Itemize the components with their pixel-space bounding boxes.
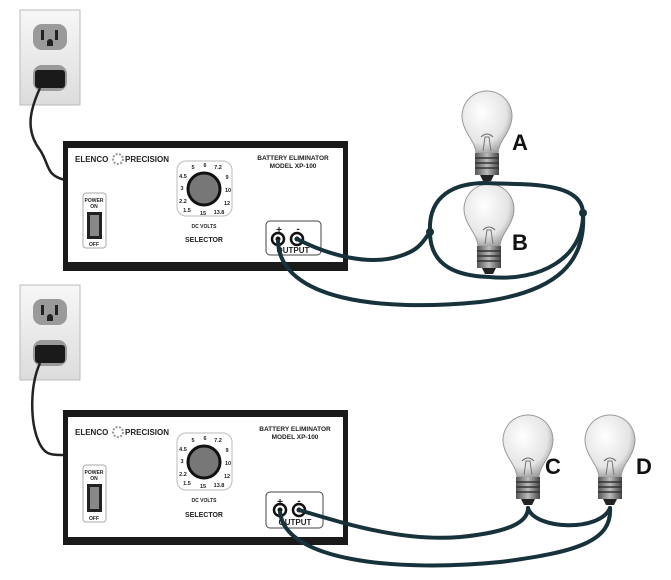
svg-text:9: 9 bbox=[225, 448, 228, 454]
svg-text:10: 10 bbox=[225, 188, 231, 194]
selector-label: SELECTOR bbox=[185, 512, 223, 519]
wire-bulb-a bbox=[427, 180, 585, 234]
wire-bulb-b bbox=[428, 211, 586, 280]
device-model: MODEL XP-100 bbox=[270, 163, 317, 170]
svg-text:12: 12 bbox=[224, 201, 230, 207]
wire-c-to-d bbox=[526, 506, 612, 528]
wire-positive-1 bbox=[276, 211, 586, 308]
junction-left bbox=[426, 228, 434, 236]
bulb-b-label: B bbox=[512, 230, 528, 255]
plus-label: + bbox=[277, 497, 283, 508]
svg-text:13.8: 13.8 bbox=[214, 210, 225, 216]
wire-positive-2 bbox=[278, 506, 613, 568]
bulb-b bbox=[463, 183, 515, 275]
power-cord-2 bbox=[30, 362, 66, 457]
svg-text:4.5: 4.5 bbox=[179, 447, 187, 453]
svg-text:3: 3 bbox=[180, 459, 183, 465]
brand-logo-icon bbox=[112, 426, 124, 438]
output-label: OUTPUT bbox=[279, 518, 312, 527]
brand-left: ELENCO bbox=[75, 428, 108, 437]
brand-right: PRECISION bbox=[125, 155, 169, 164]
svg-text:12: 12 bbox=[224, 474, 230, 480]
svg-text:7.2: 7.2 bbox=[214, 165, 222, 171]
bulb-d bbox=[584, 414, 636, 506]
svg-text:6: 6 bbox=[203, 436, 206, 442]
plus-label: + bbox=[276, 225, 282, 236]
dc-volts-label: DC VOLTS bbox=[192, 498, 218, 504]
wall-outlet-2 bbox=[19, 284, 81, 381]
output-label: OUTPUT bbox=[277, 246, 310, 255]
brand-left: ELENCO bbox=[75, 155, 108, 164]
junction-right bbox=[579, 209, 587, 217]
minus-label: - bbox=[296, 224, 299, 235]
on-label: ON bbox=[90, 476, 98, 482]
bulb-c-label: C bbox=[545, 454, 561, 479]
svg-text:1.5: 1.5 bbox=[183, 481, 191, 487]
svg-text:9: 9 bbox=[225, 175, 228, 181]
svg-text:2.2: 2.2 bbox=[179, 199, 187, 205]
svg-text:15: 15 bbox=[200, 484, 206, 490]
on-label: ON bbox=[90, 204, 98, 210]
wire-negative-1 bbox=[295, 230, 432, 262]
power-label: POWER bbox=[85, 470, 104, 476]
off-label: OFF bbox=[89, 242, 99, 248]
off-label: OFF bbox=[89, 516, 99, 522]
device-model: MODEL XP-100 bbox=[272, 434, 319, 441]
voltage-selector-knob[interactable] bbox=[186, 444, 222, 480]
power-cord-1 bbox=[29, 87, 66, 182]
svg-text:4.5: 4.5 bbox=[179, 174, 187, 180]
minus-label: - bbox=[297, 496, 300, 507]
wall-outlet-1 bbox=[19, 9, 81, 106]
voltage-selector-knob[interactable] bbox=[186, 171, 222, 207]
bulb-a-label: A bbox=[512, 130, 528, 155]
svg-text:15: 15 bbox=[200, 211, 206, 217]
bulb-a bbox=[461, 90, 513, 182]
svg-text:10: 10 bbox=[225, 461, 231, 467]
battery-eliminator-2: ELENCO PRECISION BATTERY ELIMINATOR MODE… bbox=[63, 410, 348, 545]
svg-text:7.2: 7.2 bbox=[214, 438, 222, 444]
battery-eliminator-1: ELENCO PRECISION BATTERY ELIMINATOR MODE… bbox=[63, 141, 348, 271]
selector-label: SELECTOR bbox=[185, 237, 223, 244]
brand-right: PRECISION bbox=[125, 428, 169, 437]
svg-text:5: 5 bbox=[191, 165, 194, 171]
wire-negative-2 bbox=[297, 506, 530, 540]
svg-text:2.2: 2.2 bbox=[179, 472, 187, 478]
svg-text:5: 5 bbox=[191, 438, 194, 444]
dc-volts-label: DC VOLTS bbox=[192, 224, 218, 230]
bulb-d-label: D bbox=[636, 454, 652, 479]
brand-logo-icon bbox=[112, 153, 124, 165]
svg-text:3: 3 bbox=[180, 186, 183, 192]
power-label: POWER bbox=[85, 198, 104, 204]
device-title: BATTERY ELIMINATOR bbox=[257, 155, 329, 162]
svg-text:1.5: 1.5 bbox=[183, 208, 191, 214]
device-title: BATTERY ELIMINATOR bbox=[259, 426, 331, 433]
svg-text:6: 6 bbox=[203, 163, 206, 169]
svg-text:13.8: 13.8 bbox=[214, 483, 225, 489]
